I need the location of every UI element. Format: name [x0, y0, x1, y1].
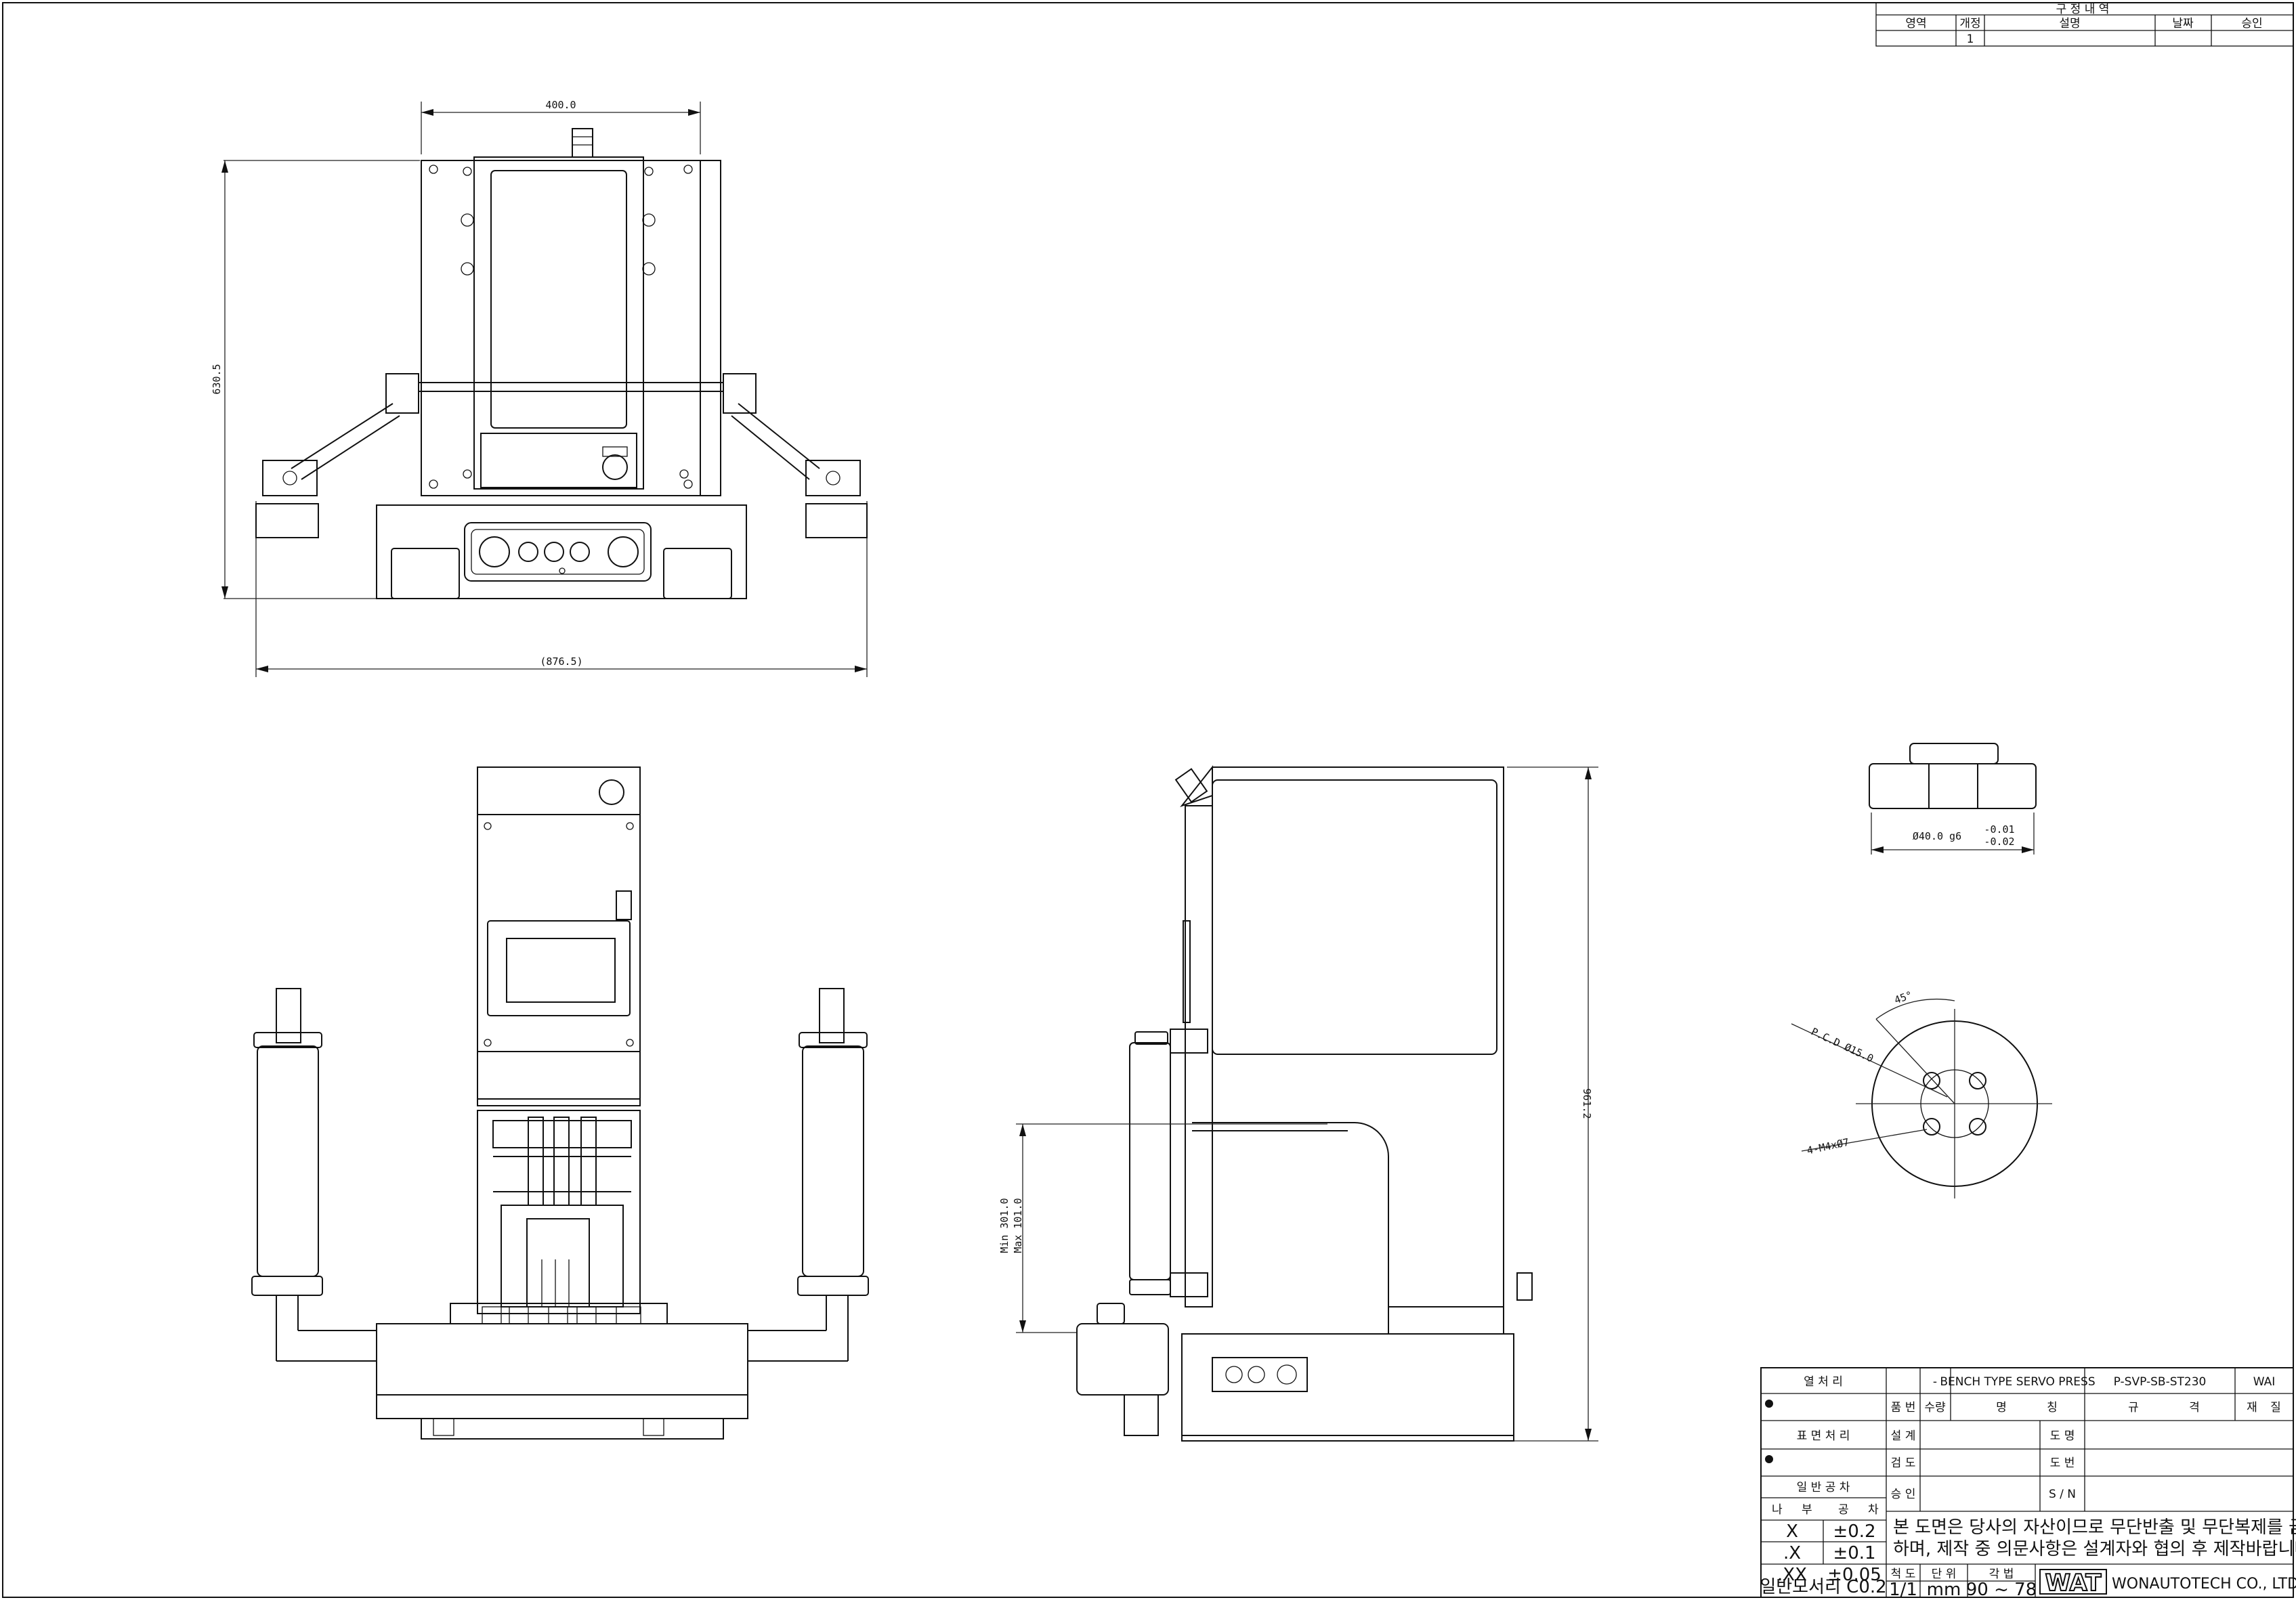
front-view — [251, 766, 869, 1440]
revision-table: 구 정 내 역 영역 개정 설명 날짜 승인 1 — [1875, 2, 2294, 47]
tol-grade-x1: .X — [1783, 1543, 1801, 1563]
dim-overall-width: (876.5) — [540, 655, 582, 668]
tol-sub-2: 부 — [1802, 1503, 1812, 1517]
notice-line-2: 하며, 제작 중 의문사항은 설계자와 협의 후 제작바랍니다. — [1893, 1539, 2296, 1559]
unit-value: mm — [1927, 1580, 1961, 1600]
approve-label: 승 인 — [1891, 1488, 1916, 1501]
projection-value: 90 ~ 78 — [1966, 1580, 2037, 1600]
col-spec-1: 규 — [2128, 1401, 2139, 1414]
tol-sub-3: 공 — [1838, 1503, 1849, 1517]
rev-row-number: 1 — [1967, 33, 1974, 46]
tol-sub-4: 차 — [1868, 1503, 1879, 1517]
side-view: Min 301.0 Max 101.0 961.2 — [998, 765, 1598, 1442]
scale-label: 척 도 — [1891, 1567, 1916, 1581]
spec-code: P-SVP-SB-ST230 — [2114, 1375, 2207, 1389]
shank-tol-lower: -0.02 — [1984, 836, 2014, 848]
rev-header-date: 날짜 — [2172, 17, 2194, 30]
tol-value-x: ±0.2 — [1833, 1521, 1875, 1542]
col-part-no: 품 번 — [1891, 1401, 1916, 1414]
revision-title: 구 정 내 역 — [2056, 3, 2110, 16]
scale-value: 1/1 — [1889, 1580, 1917, 1600]
col-spec-2: 격 — [2189, 1401, 2200, 1414]
material-code: WAI — [2253, 1375, 2276, 1389]
pcd-detail: P.C.D Ø15.0 45° 4-M4xØ7 — [1791, 989, 2052, 1198]
col-name-1: 명 — [1996, 1401, 2007, 1414]
company-logo — [2039, 1569, 2107, 1595]
chamfer-note: 일반모서리 C0.2 — [1760, 1577, 1886, 1597]
unit-label: 단 위 — [1932, 1567, 1957, 1581]
shank-detail: Ø40.0 g6 -0.01 -0.02 — [1869, 743, 2037, 855]
col-qty: 수량 — [1924, 1401, 1946, 1414]
dash-mark: - — [1933, 1375, 1937, 1389]
rev-header-area: 영역 — [1905, 17, 1926, 30]
holes-label: 4-M4xØ7 — [1806, 1136, 1850, 1157]
dim-overall-height: 961.2 — [1581, 1088, 1593, 1119]
shank-diameter: Ø40.0 g6 — [1913, 830, 1961, 842]
dim-stroke-max: Max 101.0 — [1012, 1198, 1024, 1253]
angle-method-label: 각 법 — [1989, 1567, 2014, 1581]
general-tolerance-label: 일 반 공 차 — [1797, 1481, 1850, 1494]
col-material-2: 질 — [2270, 1401, 2281, 1414]
tol-value-x2: ±0.05 — [1827, 1565, 1882, 1585]
dim-stroke-min: Min 301.0 — [998, 1198, 1011, 1253]
drawing-title-label: 도 명 — [2050, 1429, 2075, 1443]
serial-label: S / N — [2049, 1488, 2076, 1501]
tol-grade-x2: .XX — [1777, 1565, 1807, 1585]
rev-header-approve: 승인 — [2241, 17, 2262, 30]
drawing-no-label: 도 번 — [2050, 1456, 2075, 1470]
tol-grade-x: X — [1786, 1521, 1798, 1542]
heat-treatment-label: 열 처 리 — [1804, 1375, 1843, 1389]
surface-treatment-label: 표 면 처 리 — [1797, 1429, 1850, 1443]
rev-header-rev: 개정 — [1959, 17, 1980, 30]
design-label: 설 계 — [1891, 1429, 1916, 1443]
tol-sub-1: 나 — [1772, 1503, 1783, 1517]
company-name: WONAUTOTECH CO., LTD. — [2112, 1576, 2296, 1593]
col-material-1: 재 — [2247, 1401, 2257, 1414]
product-name: BENCH TYPE SERVO PRESS — [1940, 1375, 2095, 1389]
title-block: 열 처 리 표 면 처 리 일 반 공 차 나 부 공 차 X ±0.2 .X … — [1760, 1367, 2296, 1600]
dim-400: 400.0 — [545, 99, 576, 111]
tol-value-x1: ±0.1 — [1833, 1543, 1875, 1563]
shank-tol-upper: -0.01 — [1984, 823, 2014, 836]
top-view: 400.0 630.5 (876.5) — [211, 99, 868, 677]
check-label: 검 도 — [1891, 1456, 1916, 1470]
dim-630: 630.5 — [211, 364, 223, 394]
notice-line-1: 본 도면은 당사의 자산이므로 무단반출 및 무단복제를 금 — [1893, 1517, 2296, 1538]
logo-text: WAT — [2045, 1570, 2102, 1597]
rev-header-desc: 설명 — [2059, 17, 2080, 30]
angle-label: 45° — [1892, 989, 1914, 1006]
pcd-label: P.C.D Ø15.0 — [1809, 1025, 1875, 1064]
col-name-2: 칭 — [2047, 1401, 2058, 1414]
